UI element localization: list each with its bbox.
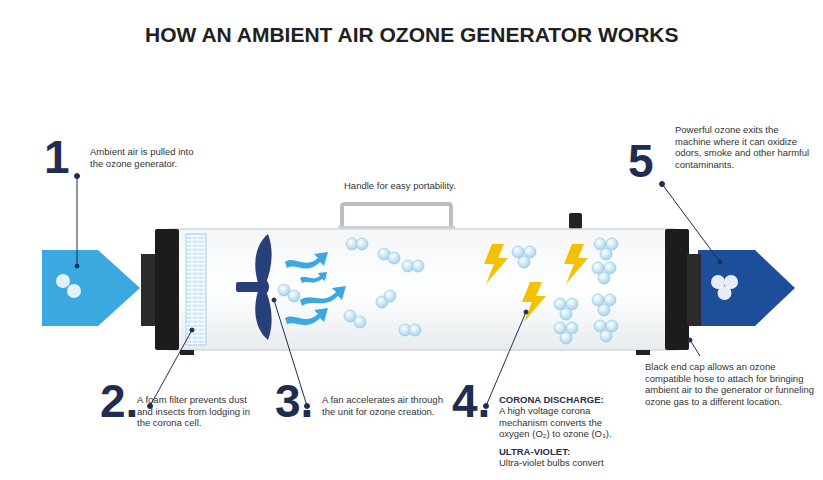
callout-text: Powerful ozone exits the machine where i… [675,124,815,170]
callout-number: 5 [628,138,654,184]
callout-text: A foam filter prevents dust and insects … [137,394,265,429]
callout-text: Ambient air is pulled into the ozone gen… [90,146,208,169]
end-cap [687,254,701,326]
ozone-molecule [512,238,618,344]
callout-text: Ultra-violet bulbs convert [499,457,649,469]
leader-line [75,174,723,409]
callout-text: Handle for easy portability. [344,180,484,192]
callout-heading: CORONA DISCHARGE: [499,394,604,406]
callout-number: 3. [275,378,313,424]
callout-text: A high voltage corona mechanism converts… [499,405,631,440]
callout-heading: ULTRA-VIOLET: [499,446,570,458]
oxygen-molecule [278,238,424,336]
airflow-arrow [285,252,346,325]
knob [569,213,582,229]
lightning-bolt [484,244,588,322]
fan [236,234,272,340]
callout-number: 2. [100,378,138,424]
callout-text: Black end cap allows an ozone compatible… [645,361,817,407]
title: HOW AN AMBIENT AIR OZONE GENERATOR WORKS [145,22,679,48]
callout-number: 1 [44,134,70,180]
end-cap [665,229,689,350]
end-cap [155,229,179,350]
callout-text: A fan accelerates air through the unit f… [322,394,450,417]
callout-number: 4. [452,378,490,424]
input-arrow [42,250,140,326]
generator-body [170,229,675,350]
output-arrow [698,250,795,326]
end-cap [141,254,157,326]
handle [342,204,451,229]
foam-filter [186,234,206,345]
